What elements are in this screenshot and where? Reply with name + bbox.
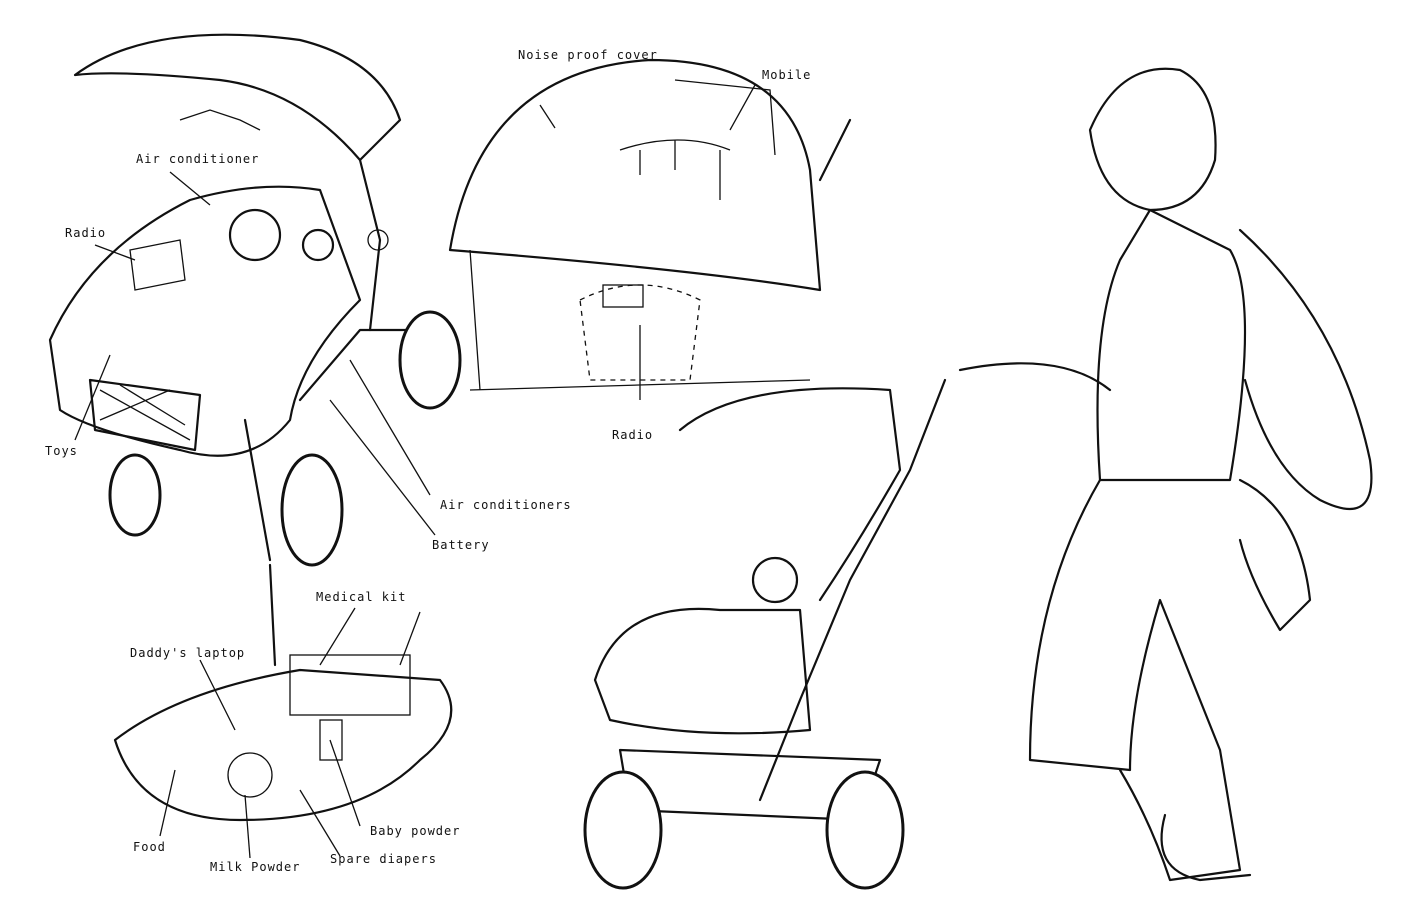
label-food: Food [133,840,166,854]
label-radio-left: Radio [65,226,107,240]
label-toys: Toys [45,444,78,458]
noise-proof-cover-drawing [448,58,852,391]
label-air-conditioner: Air conditioner [136,152,260,166]
label-baby-powder: Baby powder [370,824,461,838]
label-leader-lines [74,84,756,859]
center-stroller-drawing [583,378,947,890]
label-air-conditioners: Air conditioners [440,498,572,512]
label-battery: Battery [432,538,490,552]
storage-basket-drawing [113,418,453,822]
label-medical-kit: Medical kit [316,590,407,604]
label-daddys-laptop: Daddy's laptop [130,646,246,660]
label-milk-powder: Milk Powder [210,860,301,874]
label-spare-diapers: Spare diapers [330,852,437,866]
label-radio-center: Radio [612,428,654,442]
label-mobile: Mobile [762,68,812,82]
left-stroller-drawing [48,33,462,567]
label-noise-proof-cover: Noise proof cover [518,48,658,62]
character-drawing [958,67,1373,882]
